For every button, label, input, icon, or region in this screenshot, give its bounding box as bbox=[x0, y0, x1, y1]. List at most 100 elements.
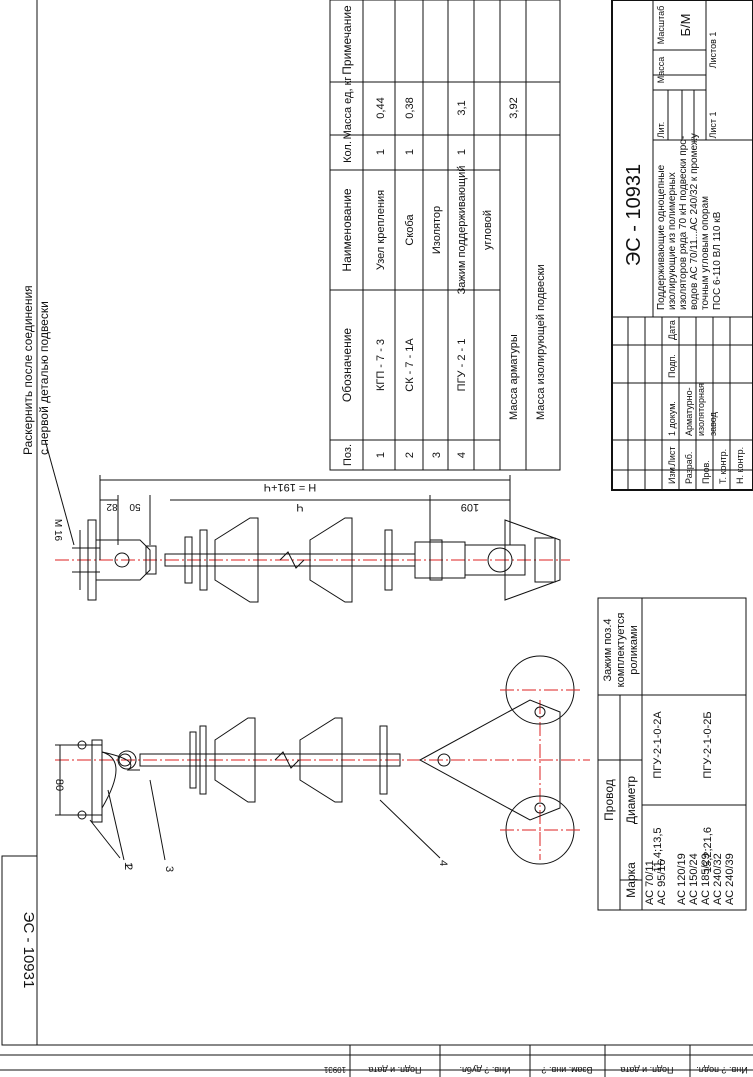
tb-name-1: Арматурно- bbox=[684, 387, 694, 436]
assembly-side-view: H = 191+Ч Ч 109 82 50 М 16 bbox=[44, 439, 570, 603]
tb-rev-doc: 1 докум. bbox=[667, 401, 677, 436]
tb-rev-sign: Подп. bbox=[667, 354, 677, 378]
spec-h-note: Примечание bbox=[340, 5, 354, 75]
svg-text:3,1: 3,1 bbox=[456, 100, 468, 115]
spec-h-qty: Кол. bbox=[342, 141, 354, 163]
wire-g1-mark-2: АС 95/16 bbox=[656, 859, 668, 905]
svg-text:Узел крепления: Узел крепления bbox=[375, 190, 387, 270]
tb-role-dev: Разраб. bbox=[684, 452, 694, 484]
stamp-inv-dubl: Инв. ? дубл. bbox=[459, 1065, 510, 1075]
spec-armature-mass: 3,92 bbox=[508, 97, 520, 118]
spec-h-pos: Поз. bbox=[342, 444, 354, 466]
tb-name-3: завод bbox=[708, 411, 718, 436]
pos-1: 1 bbox=[122, 862, 134, 868]
svg-text:0,44: 0,44 bbox=[375, 97, 387, 118]
pos-3: 3 bbox=[163, 866, 175, 872]
svg-text:1: 1 bbox=[375, 452, 387, 458]
tb-role-check: Пров. bbox=[701, 460, 711, 484]
wire-g1-diam: 11,4;13,5 bbox=[652, 827, 664, 872]
tb-code: ЭС - 10931 bbox=[623, 164, 645, 266]
tb-scale-val: Б/М bbox=[678, 14, 693, 37]
note-line-2: с первой деталью подвески bbox=[37, 301, 51, 455]
svg-text:СК - 7 - 1А: СК - 7 - 1А bbox=[404, 338, 416, 392]
spec-h-mass: Масса ед, кг bbox=[342, 77, 354, 140]
dim-m16: М 16 bbox=[52, 519, 63, 542]
wire-h-clamp-3: роликами bbox=[628, 625, 640, 674]
tb-lit: Лит. bbox=[656, 122, 666, 139]
svg-text:0,38: 0,38 bbox=[404, 97, 416, 118]
dim-82: 82 bbox=[106, 501, 118, 512]
wire-g2-diam: 15,2;21,6 bbox=[702, 827, 714, 873]
svg-text:2: 2 bbox=[404, 452, 416, 458]
spec-row-4: 4 ПГУ - 2 - 1 Зажим поддерживающий 1 3,1 bbox=[456, 100, 468, 458]
tb-scale: Масштаб bbox=[656, 6, 666, 45]
wire-title: Провод bbox=[602, 779, 616, 821]
tb-title-4: водов АС 70/11...АС 240/32 к промежу- bbox=[689, 130, 700, 310]
spec-table: Поз. Обозначение Наименование Кол. Масса… bbox=[329, 0, 561, 471]
wire-g2-mark-2: АС 150/24 bbox=[688, 853, 700, 905]
bottom-stamp-strip: Подп. и дата Взам. инв. ? Инв. ? дубл. П… bbox=[0, 1045, 753, 1077]
svg-text:Скоба: Скоба bbox=[404, 214, 416, 246]
svg-text:ПГУ - 2 - 1: ПГУ - 2 - 1 bbox=[456, 339, 468, 392]
wire-g2-mark-5: АС 240/39 bbox=[724, 853, 736, 905]
dim-Ch: Ч bbox=[296, 501, 303, 513]
left-code: ЭС - 10931 bbox=[20, 912, 37, 989]
tb-rev-izm: Изм. bbox=[667, 465, 677, 484]
mounting-plate bbox=[91, 739, 103, 823]
tb-role-ncontr: Н. контр. bbox=[735, 447, 745, 484]
tb-name-2: изоляторная bbox=[696, 383, 706, 436]
tb-rev-date: Дата bbox=[667, 320, 677, 340]
wire-g2-mark-4: АС 240/32 bbox=[712, 853, 724, 905]
bottom-code: 10931 bbox=[323, 1065, 346, 1074]
dim-80: 80 bbox=[53, 779, 65, 791]
spec-row-2: 2 СК - 7 - 1А Скоба 1 0,38 bbox=[404, 97, 416, 458]
svg-text:1: 1 bbox=[404, 149, 416, 155]
pos-2: 2 bbox=[122, 864, 134, 870]
stamp-replace-inv: Взам. инв. ? bbox=[541, 1065, 592, 1075]
note-line-1: Раскернить после соединения bbox=[21, 285, 35, 455]
spec-insul-label: Масса изолирующей подвески bbox=[535, 264, 547, 420]
svg-text:1: 1 bbox=[456, 149, 468, 155]
tb-sheets: Листов 1 bbox=[708, 32, 718, 69]
svg-text:КГП - 7 - 3: КГП - 7 - 3 bbox=[375, 339, 387, 391]
svg-text:угловой: угловой bbox=[482, 210, 494, 250]
spec-h-code: Обозначение bbox=[340, 328, 354, 403]
tb-title-2: изолирующие из полимерных bbox=[667, 172, 678, 310]
spec-row-1: 1 КГП - 7 - 3 Узел крепления 1 0,44 bbox=[375, 97, 387, 458]
spec-armature-label: Масса арматуры bbox=[508, 334, 520, 420]
svg-text:Зажим поддерживающий: Зажим поддерживающий bbox=[456, 166, 468, 295]
left-code-box bbox=[1, 855, 38, 1046]
svg-text:3: 3 bbox=[431, 452, 443, 458]
tb-massa: Масса bbox=[656, 57, 666, 84]
tb-title-6: ПОС 6-110 ВЛ 110 кВ bbox=[712, 211, 723, 310]
wire-h-clamp-1: Зажим поз.4 bbox=[602, 618, 614, 681]
dim-50: 50 bbox=[129, 501, 141, 512]
wire-g2-mark-1: АС 120/19 bbox=[676, 853, 688, 905]
assembly-front-view: 80 1 2 3 4 bbox=[53, 655, 590, 872]
wire-h-mark: Марка bbox=[624, 862, 638, 898]
tb-role-tcontr: Т. контр. bbox=[718, 449, 728, 484]
wire-g2-mark-3: АС 185/29 bbox=[700, 853, 712, 905]
wire-h-diam: Диаметр bbox=[624, 776, 638, 825]
spec-row-3: 3 Изолятор bbox=[431, 206, 443, 458]
svg-text:4: 4 bbox=[456, 452, 468, 458]
wire-g1-clamp: ПГУ-2-1-0-2А bbox=[652, 711, 664, 779]
svg-text:Изолятор: Изолятор bbox=[431, 206, 443, 254]
tb-rev-list: Лист bbox=[667, 446, 677, 466]
svg-text:1: 1 bbox=[375, 149, 387, 155]
stamp-inv-podl: Инв. ? подл. bbox=[696, 1065, 747, 1075]
stamp-sign-date-1: Подп. и дата bbox=[368, 1065, 421, 1075]
tb-title-5: точным угловым опорам bbox=[700, 196, 711, 310]
dim-109: 109 bbox=[461, 501, 479, 513]
spec-row-5: угловой bbox=[482, 210, 494, 250]
pos-4: 4 bbox=[437, 860, 449, 866]
tb-title-1: Поддерживающие одноцепные bbox=[656, 164, 667, 310]
wire-table: Провод Марка Диаметр Зажим поз.4 комплек… bbox=[597, 597, 747, 911]
tb-sheet: Лист 1 bbox=[708, 111, 718, 138]
spec-h-name: Наименование bbox=[340, 188, 354, 272]
clamp-body bbox=[418, 699, 561, 821]
tb-title-3: изоляторов ряда 70 кН подвески про- bbox=[678, 136, 689, 310]
wire-g2-clamp: ПГУ-2-1-0-2Б bbox=[702, 711, 714, 778]
wire-g1-mark-1: АС 70/11 bbox=[644, 860, 656, 905]
